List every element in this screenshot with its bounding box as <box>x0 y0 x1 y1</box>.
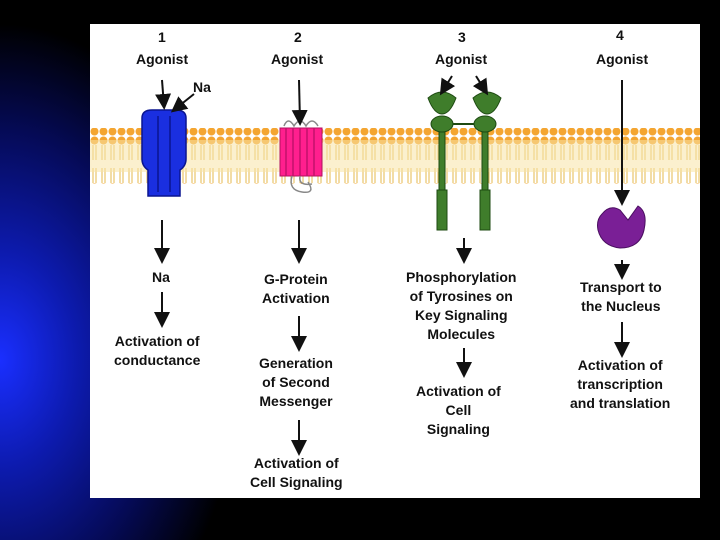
agonist-arrow-2 <box>291 79 308 126</box>
column-3-agonist-label: Agonist <box>435 51 488 67</box>
column-1-step-1: Na <box>152 269 170 285</box>
gpcr-icon <box>279 120 323 194</box>
column-2-step-2: Generation of Second Messenger <box>259 355 333 409</box>
column-1-agonist-label: Agonist <box>136 51 189 67</box>
column-3-step-2: Activation of Cell Signaling <box>416 383 501 437</box>
column-3-number: 3 <box>458 29 466 45</box>
column-1-ion-label: Na <box>193 79 211 95</box>
agonist-arrow-1 <box>155 79 172 110</box>
agonist-arrow-3a <box>439 75 456 96</box>
column-1-number: 1 <box>158 29 166 45</box>
na-arrow <box>170 93 195 113</box>
column-2-number: 2 <box>294 29 302 45</box>
column-3-step-1: Phosphorylation of Tyrosines on Key Sign… <box>406 269 517 342</box>
receptor-tyrosine-kinase-icon <box>427 91 502 231</box>
diagram-graphics <box>90 75 700 456</box>
column-2-agonist-label: Agonist <box>271 51 324 67</box>
column-4-agonist-label: Agonist <box>596 51 649 67</box>
agonist-arrow-3b <box>472 75 489 96</box>
column-4-step-2: Activation of transcription and translat… <box>570 357 671 411</box>
ion-channel-icon <box>141 109 187 197</box>
column-2-step-1: G-Protein Activation <box>262 271 330 306</box>
column-4-number: 4 <box>616 27 624 43</box>
column-1-step-2: Activation of conductance <box>114 333 201 368</box>
column-2-step-3: Activation of Cell Signaling <box>250 455 343 490</box>
nuclear-receptor-icon <box>597 205 646 249</box>
column-4-step-1: Transport to the Nucleus <box>580 279 662 314</box>
bilayer-core <box>90 140 700 172</box>
signaling-diagram-panel: 1 Agonist Na Na Activation of conductanc… <box>90 24 700 498</box>
